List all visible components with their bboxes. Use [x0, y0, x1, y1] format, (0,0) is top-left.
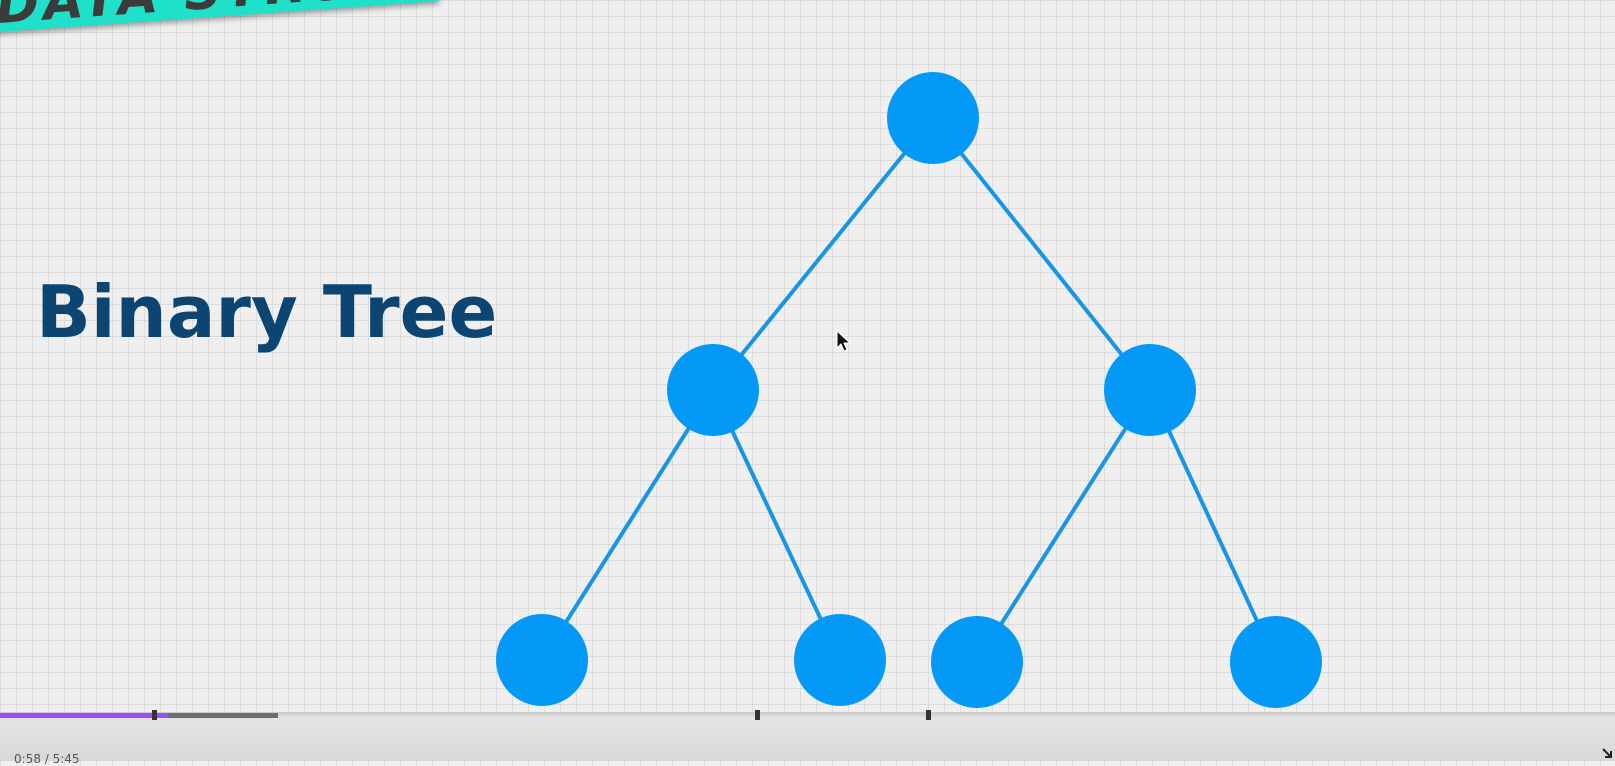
tree-node-right [1104, 344, 1196, 436]
tree-nodes [496, 72, 1322, 708]
chapter-marker[interactable] [755, 710, 760, 720]
tree-node-right-right [1230, 616, 1322, 708]
expand-icon[interactable] [1601, 747, 1613, 759]
tree-node-right-left [931, 616, 1023, 708]
tree-edge-right-to-right-left [975, 388, 1152, 664]
tree-node-left [667, 344, 759, 436]
tree-node-root [887, 72, 979, 164]
tree-edge-right-to-right-right [1148, 389, 1278, 663]
seek-progress[interactable] [0, 713, 168, 718]
tree-edge-root-to-left [711, 116, 935, 392]
seek-handle[interactable] [152, 710, 157, 720]
tree-edge-root-to-right [931, 116, 1152, 392]
chapter-marker[interactable] [926, 710, 931, 720]
slide-title: Binary Tree [36, 270, 498, 354]
mouse-cursor-icon [836, 330, 852, 352]
video-player-bar [0, 712, 1615, 761]
tree-edge-left-to-left-left [540, 388, 715, 662]
playback-time: 0:58 / 5:45 [14, 752, 80, 766]
tree-node-left-left [496, 614, 588, 706]
tree-node-left-right [794, 614, 886, 706]
tree-edges [540, 116, 1278, 664]
tree-edge-left-to-left-right [711, 389, 842, 661]
